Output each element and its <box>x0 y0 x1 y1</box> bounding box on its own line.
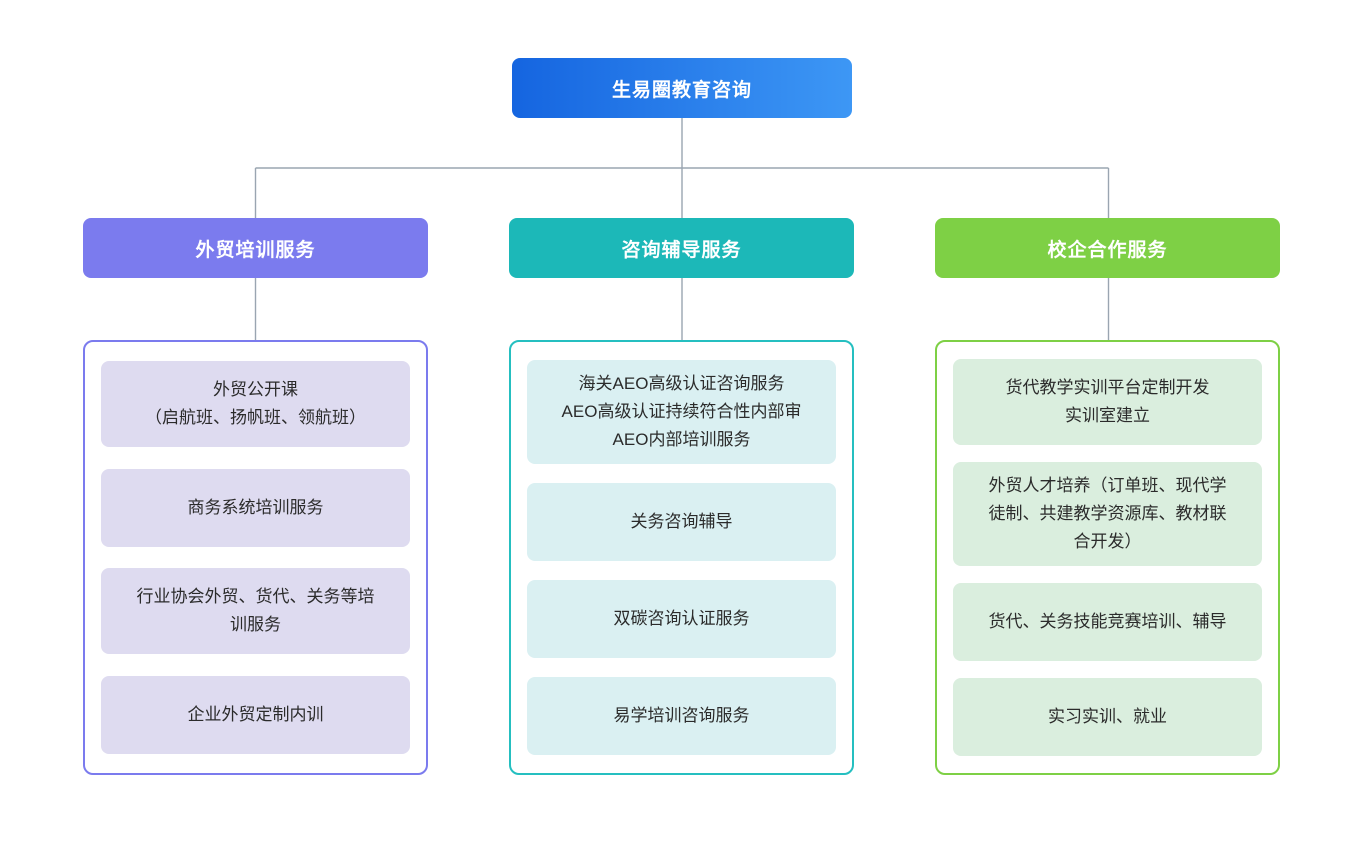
root-node-title[interactable]: 生易圈教育咨询 <box>512 58 852 118</box>
branch-body-3: 货代教学实训平台定制开发 实训室建立外贸人才培养（订单班、现代学 徒制、共建教学… <box>935 340 1280 775</box>
leaf-item[interactable]: 易学培训咨询服务 <box>527 677 836 756</box>
branch-header-3[interactable]: 校企合作服务 <box>935 218 1280 278</box>
branch-body-2: 海关AEO高级认证咨询服务 AEO高级认证持续符合性内部审 AEO内部培训服务关… <box>509 340 854 775</box>
branch-header-2[interactable]: 咨询辅导服务 <box>509 218 854 278</box>
leaf-item-label: 商务系统培训服务 <box>187 497 324 517</box>
leaf-item-label: 企业外贸定制内训 <box>187 705 324 725</box>
leaf-item-label: 货代教学实训平台定制开发 实训室建立 <box>1005 377 1210 425</box>
leaf-item[interactable]: 关务咨询辅导 <box>527 482 836 561</box>
branch-column-3: 校企合作服务 货代教学实训平台定制开发 实训室建立外贸人才培养（订单班、现代学 … <box>935 218 1280 775</box>
leaf-item-label: 关务咨询辅导 <box>630 511 733 531</box>
leaf-item[interactable]: 双碳咨询认证服务 <box>527 580 836 659</box>
branch-column-2: 咨询辅导服务 海关AEO高级认证咨询服务 AEO高级认证持续符合性内部审 AEO… <box>509 218 854 775</box>
leaf-item[interactable]: 企业外贸定制内训 <box>101 676 410 755</box>
leaf-item[interactable]: 商务系统培训服务 <box>101 468 410 547</box>
leaf-item[interactable]: 实习实训、就业 <box>953 678 1262 757</box>
leaf-item-label: 易学培训咨询服务 <box>613 706 750 726</box>
leaf-item-label: 外贸人才培养（订单班、现代学 徒制、共建教学资源库、教材联 合开发） <box>988 475 1227 551</box>
leaf-item[interactable]: 外贸人才培养（订单班、现代学 徒制、共建教学资源库、教材联 合开发） <box>953 461 1262 566</box>
leaf-item-label: 外贸公开课 （启航班、扬帆班、领航班） <box>145 379 366 427</box>
leaf-item-label: 实习实训、就业 <box>1048 707 1167 727</box>
leaf-item-label: 行业协会外贸、货代、关务等培 训服务 <box>136 587 375 635</box>
leaf-item[interactable]: 货代教学实训平台定制开发 实训室建立 <box>953 358 1262 445</box>
leaf-item-label: 海关AEO高级认证咨询服务 AEO高级认证持续符合性内部审 AEO内部培训服务 <box>561 373 802 449</box>
leaf-item[interactable]: 行业协会外贸、货代、关务等培 训服务 <box>101 568 410 655</box>
leaf-item[interactable]: 货代、关务技能竞赛培训、辅导 <box>953 583 1262 662</box>
leaf-item-label: 双碳咨询认证服务 <box>613 609 750 629</box>
leaf-item[interactable]: 海关AEO高级认证咨询服务 AEO高级认证持续符合性内部审 AEO内部培训服务 <box>527 359 836 464</box>
branch-header-1[interactable]: 外贸培训服务 <box>83 218 428 278</box>
leaf-item-label: 货代、关务技能竞赛培训、辅导 <box>988 612 1227 632</box>
branch-column-1: 外贸培训服务 外贸公开课 （启航班、扬帆班、领航班） 商务系统培训服务行业协会外贸… <box>83 218 428 775</box>
leaf-item[interactable]: 外贸公开课 （启航班、扬帆班、领航班） <box>101 360 410 447</box>
branch-body-1: 外贸公开课 （启航班、扬帆班、领航班） 商务系统培训服务行业协会外贸、货代、关务等… <box>83 340 428 775</box>
